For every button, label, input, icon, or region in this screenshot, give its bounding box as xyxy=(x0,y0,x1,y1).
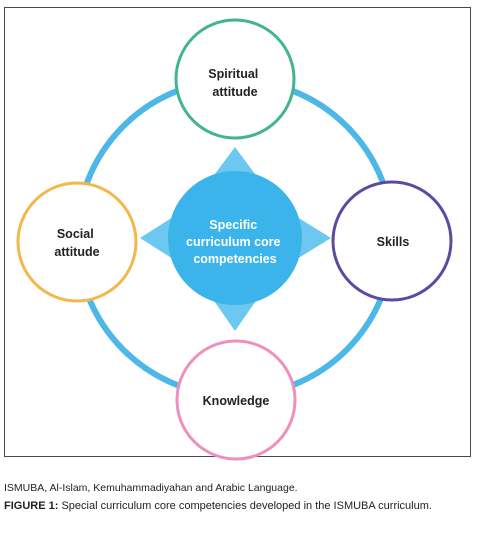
arrow-down xyxy=(212,298,258,331)
node-spiritual-attitude-label: Spiritual attitude xyxy=(208,67,262,99)
center-label: Specific curriculum core competencies xyxy=(186,218,284,266)
source-note: ISMUBA, Al-Islam, Kemuhammadiyahan and A… xyxy=(4,482,298,494)
competency-diagram: Specific curriculum core competencies Sp… xyxy=(16,18,453,461)
caption-label: FIGURE 1: xyxy=(4,500,59,512)
node-social-attitude-label: Social attitude xyxy=(54,227,99,259)
node-label-line: attitude xyxy=(212,85,257,99)
node-social-attitude xyxy=(16,181,138,303)
arrow-up xyxy=(212,147,258,178)
node-knowledge xyxy=(175,339,297,461)
node-label-line: Spiritual xyxy=(208,67,258,81)
arrow-right xyxy=(297,217,331,259)
node-label-line: Skills xyxy=(377,235,410,249)
node-skills xyxy=(331,180,453,302)
node-label-line: Knowledge xyxy=(203,394,270,408)
center-label-line: Specific xyxy=(209,218,257,232)
node-label-line: Social xyxy=(57,227,94,241)
node-spiritual-attitude xyxy=(174,18,296,140)
node-knowledge-label: Knowledge xyxy=(203,394,270,408)
caption-text: Special curriculum core competencies dev… xyxy=(58,500,432,512)
center-label-line: curriculum core xyxy=(186,235,281,249)
center-label-line: competencies xyxy=(193,252,276,266)
node-skills-label: Skills xyxy=(377,235,410,249)
arrow-left xyxy=(140,217,173,259)
center-circle xyxy=(168,171,302,305)
figure-caption: FIGURE 1: Special curriculum core compet… xyxy=(4,499,474,513)
node-label-line: attitude xyxy=(54,245,99,259)
